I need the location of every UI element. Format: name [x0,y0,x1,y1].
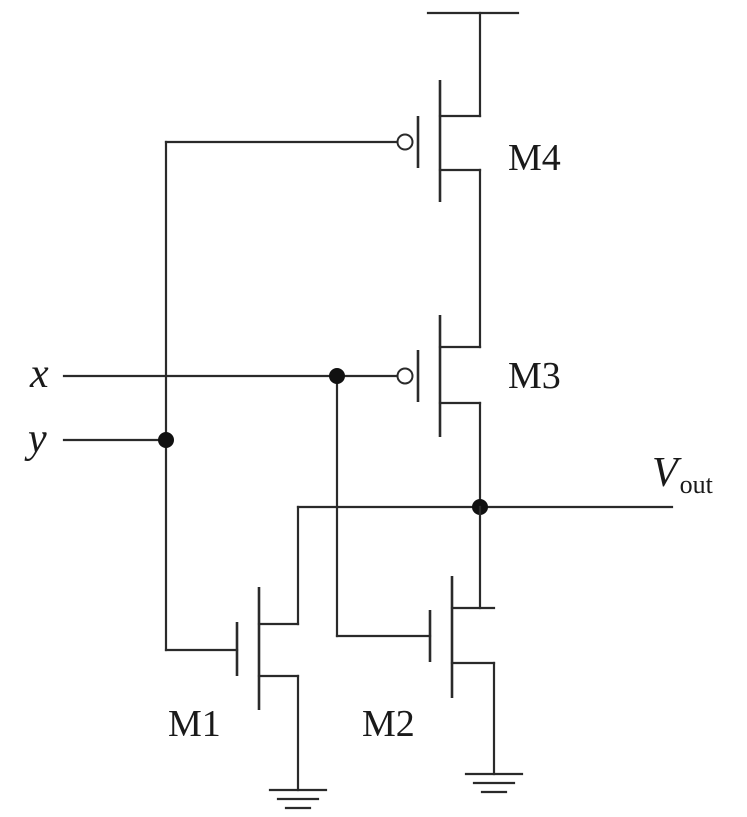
m3-gate-bubble [396,367,414,385]
transistor-m4 [396,80,482,202]
label-vout-symbol: V [652,450,682,496]
label-m3: M3 [508,355,561,397]
label-vout: Vout [652,450,714,499]
ground-symbol-m1 [268,788,328,810]
label-y: y [24,416,47,462]
transistor-m1 [235,587,300,710]
label-m4: M4 [508,137,561,179]
label-vout-subscript: out [680,470,714,499]
label-m1: M1 [168,703,221,745]
x-junction [329,368,345,384]
transistor-m2 [428,576,496,698]
transistor-m3 [396,315,482,437]
ground-symbol-m2 [464,772,524,794]
label-m2: M2 [362,703,415,745]
y-junction [158,432,174,448]
m4-gate-bubble [396,133,414,151]
label-x: x [29,351,49,397]
